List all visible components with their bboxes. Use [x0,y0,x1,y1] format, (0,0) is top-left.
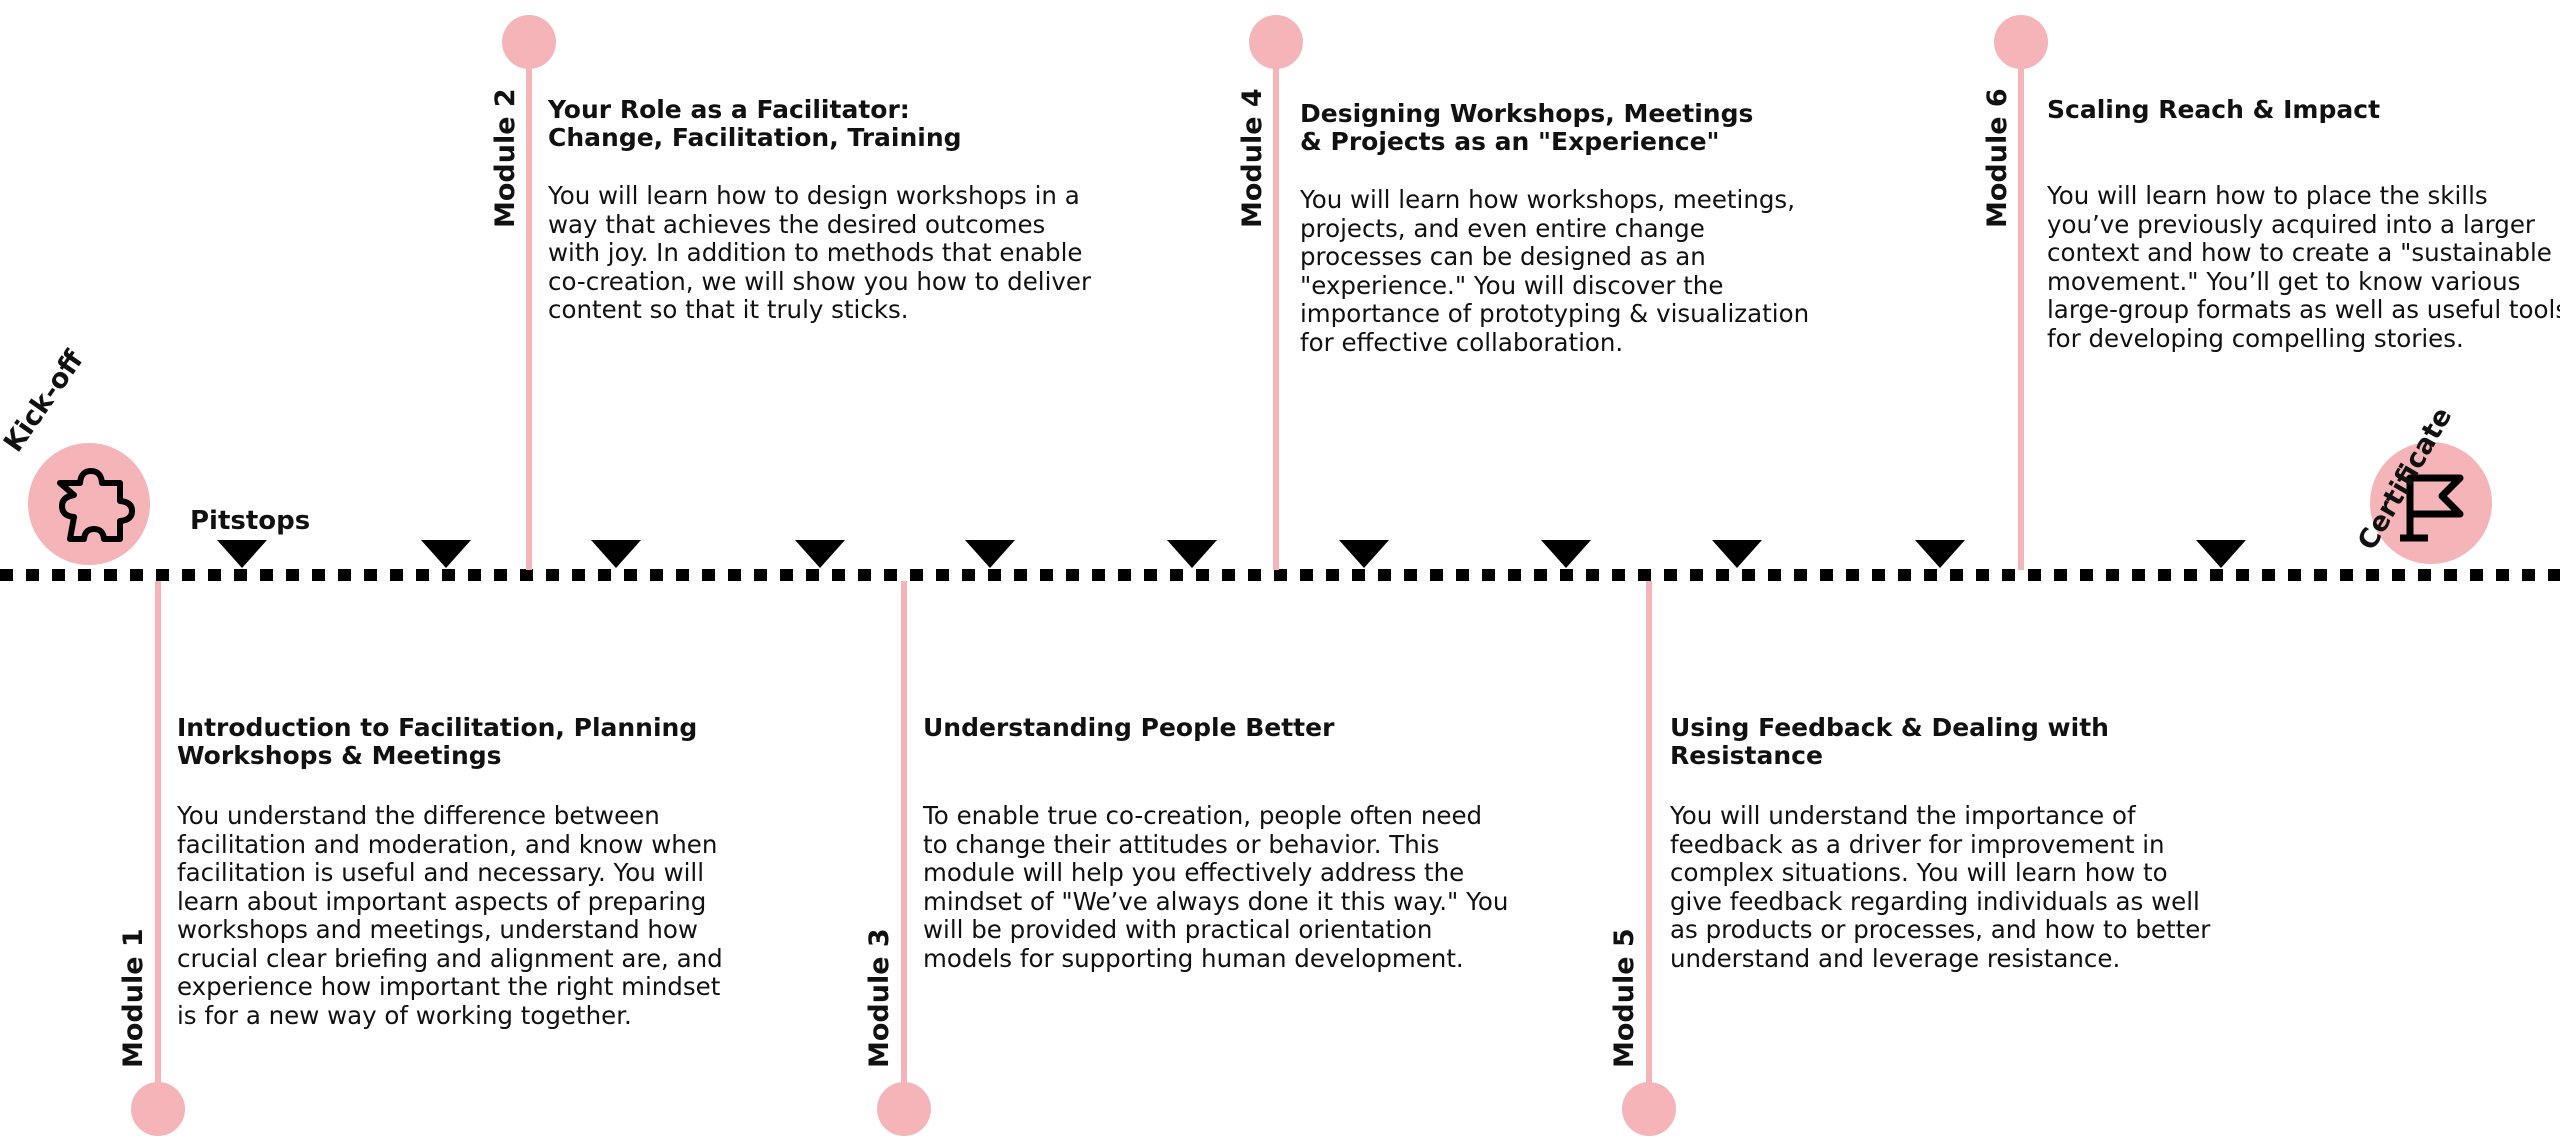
flag-icon [2400,474,2464,542]
module-1-dot [131,1082,185,1136]
pitstop-marker [1915,540,1965,568]
module-4-title: Designing Workshops, Meetings & Projects… [1300,99,1754,156]
pitstop-marker [1167,540,1217,568]
module-2-title: Your Role as a Facilitator: Change, Faci… [548,95,962,152]
pitstops-label: Pitstops [190,506,311,536]
module-6-stem [2018,42,2024,570]
pitstop-marker [965,540,1015,568]
module-1-description: You understand the difference between fa… [177,801,723,1030]
module-5-description: You will understand the importance of fe… [1670,801,2211,973]
pitstop-marker [795,540,845,568]
module-4-dot [1249,15,1303,69]
module-6-dot [1994,15,2048,69]
module-3-dot [877,1082,931,1136]
pitstop-marker [1541,540,1591,568]
pitstop-marker [2196,540,2246,568]
module-5-label: Module 5 [1609,928,1640,1068]
certificate-badge [2370,442,2492,564]
module-3-description: To enable true co-creation, people often… [923,801,1509,973]
pitstop-marker [1712,540,1762,568]
module-3-label: Module 3 [864,928,895,1068]
module-1-title: Introduction to Facilitation, Planning W… [177,713,698,770]
puzzle-piece-icon [57,468,135,542]
module-4-label: Module 4 [1237,88,1268,228]
module-5-stem [1646,581,1652,1101]
module-3-stem [901,581,907,1101]
module-5-title: Using Feedback & Dealing with Resistance [1670,713,2109,770]
module-4-description: You will learn how workshops, meetings, … [1300,185,1810,357]
pitstop-marker [217,540,267,568]
timeline-line [0,569,2560,581]
module-5-dot [1622,1082,1676,1136]
kickoff-label: Kick-off [0,345,90,458]
module-3-title: Understanding People Better [923,713,1335,742]
module-6-title: Scaling Reach & Impact [2047,95,2381,124]
pitstop-marker [591,540,641,568]
pitstop-marker [421,540,471,568]
module-2-label: Module 2 [490,88,521,228]
module-6-description: You will learn how to place the skills y… [2047,181,2560,353]
kickoff-badge [28,443,150,565]
module-2-description: You will learn how to design workshops i… [548,181,1092,324]
pitstop-marker [1339,540,1389,568]
module-2-stem [526,42,532,570]
module-2-dot [502,15,556,69]
module-6-label: Module 6 [1982,88,2013,228]
module-4-stem [1273,42,1279,570]
module-1-stem [155,581,161,1101]
module-1-label: Module 1 [118,928,149,1068]
